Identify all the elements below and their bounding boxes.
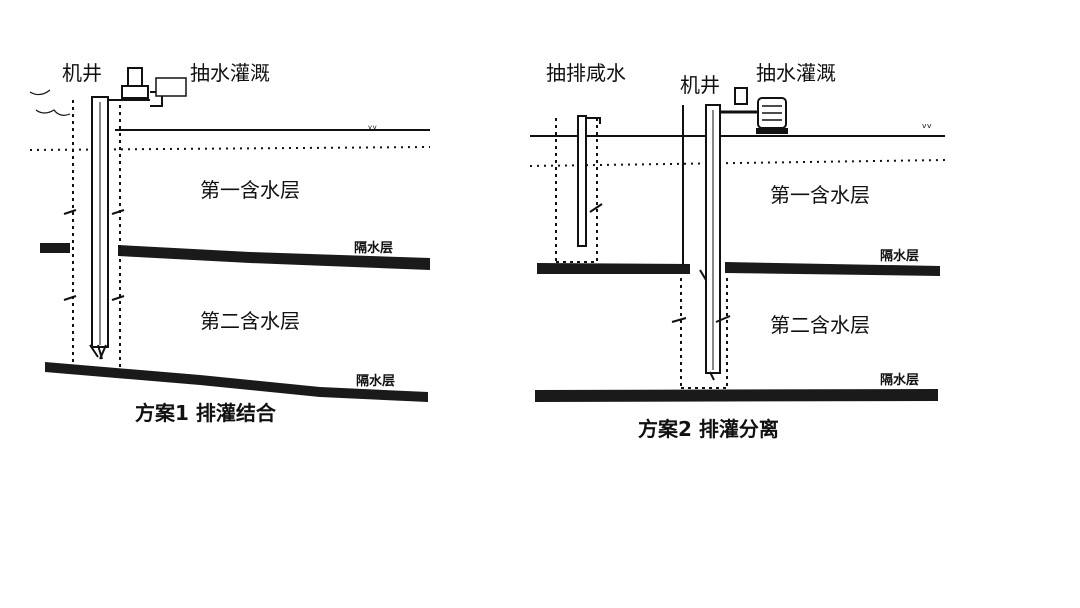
scheme2-pump-icon (720, 87, 788, 134)
scheme2-drain-label: 抽排咸水 (546, 61, 626, 85)
scheme1-caption: 方案1 排灌结合 (135, 401, 277, 425)
scheme2-pump-label: 抽水灌溉 (756, 61, 836, 85)
scheme1-aquifer1-label: 第一含水层 (200, 178, 300, 202)
scheme2-well-label: 机井 (680, 73, 720, 97)
scheme1-flow-arrow (63, 209, 125, 301)
scheme2-diagram: ᵥᵥ (529, 61, 946, 441)
scheme2-aquifer1-label: 第一含水层 (770, 183, 870, 207)
scheme1-aquitard2 (45, 362, 428, 402)
scheme2-caption: 方案2 排灌分离 (638, 417, 779, 441)
scheme1-ground-scribble (29, 89, 71, 116)
scheme1-diagram: ᵥᵥ 机井 抽水灌溉 第一含水层 隔水层 第二含水层 隔水层 方案1 排灌结合 (29, 61, 431, 425)
scheme1-water-table (29, 146, 431, 151)
scheme1-aquifer2-label: 第二含水层 (200, 309, 300, 333)
scheme1-aquitard1-label: 隔水层 (354, 240, 393, 256)
scheme2-aquitard1-label: 隔水层 (880, 248, 919, 264)
scheme1-pump-icon (108, 67, 187, 107)
scheme2-water-table (529, 159, 946, 167)
scheme2-aquifer2-label: 第二含水层 (770, 313, 870, 337)
scheme1-well-label: 机井 (62, 61, 102, 85)
scheme1-aquitard1 (40, 243, 430, 270)
scheme2-drain-well (555, 115, 603, 263)
scheme2-grass-mark: ᵥᵥ (922, 117, 932, 131)
scheme2-flow-arrow (671, 315, 731, 323)
scheme2-aquitard2-label: 隔水层 (880, 372, 919, 388)
scheme1-pump-label: 抽水灌溉 (190, 61, 270, 85)
scheme2-aquitard2 (535, 389, 938, 402)
scheme1-grass-mark: ᵥᵥ (368, 119, 377, 132)
scheme1-well-screen (89, 344, 107, 360)
scheme1-aquitard2-label: 隔水层 (356, 373, 395, 389)
scheme2-aquitard1 (537, 262, 940, 276)
